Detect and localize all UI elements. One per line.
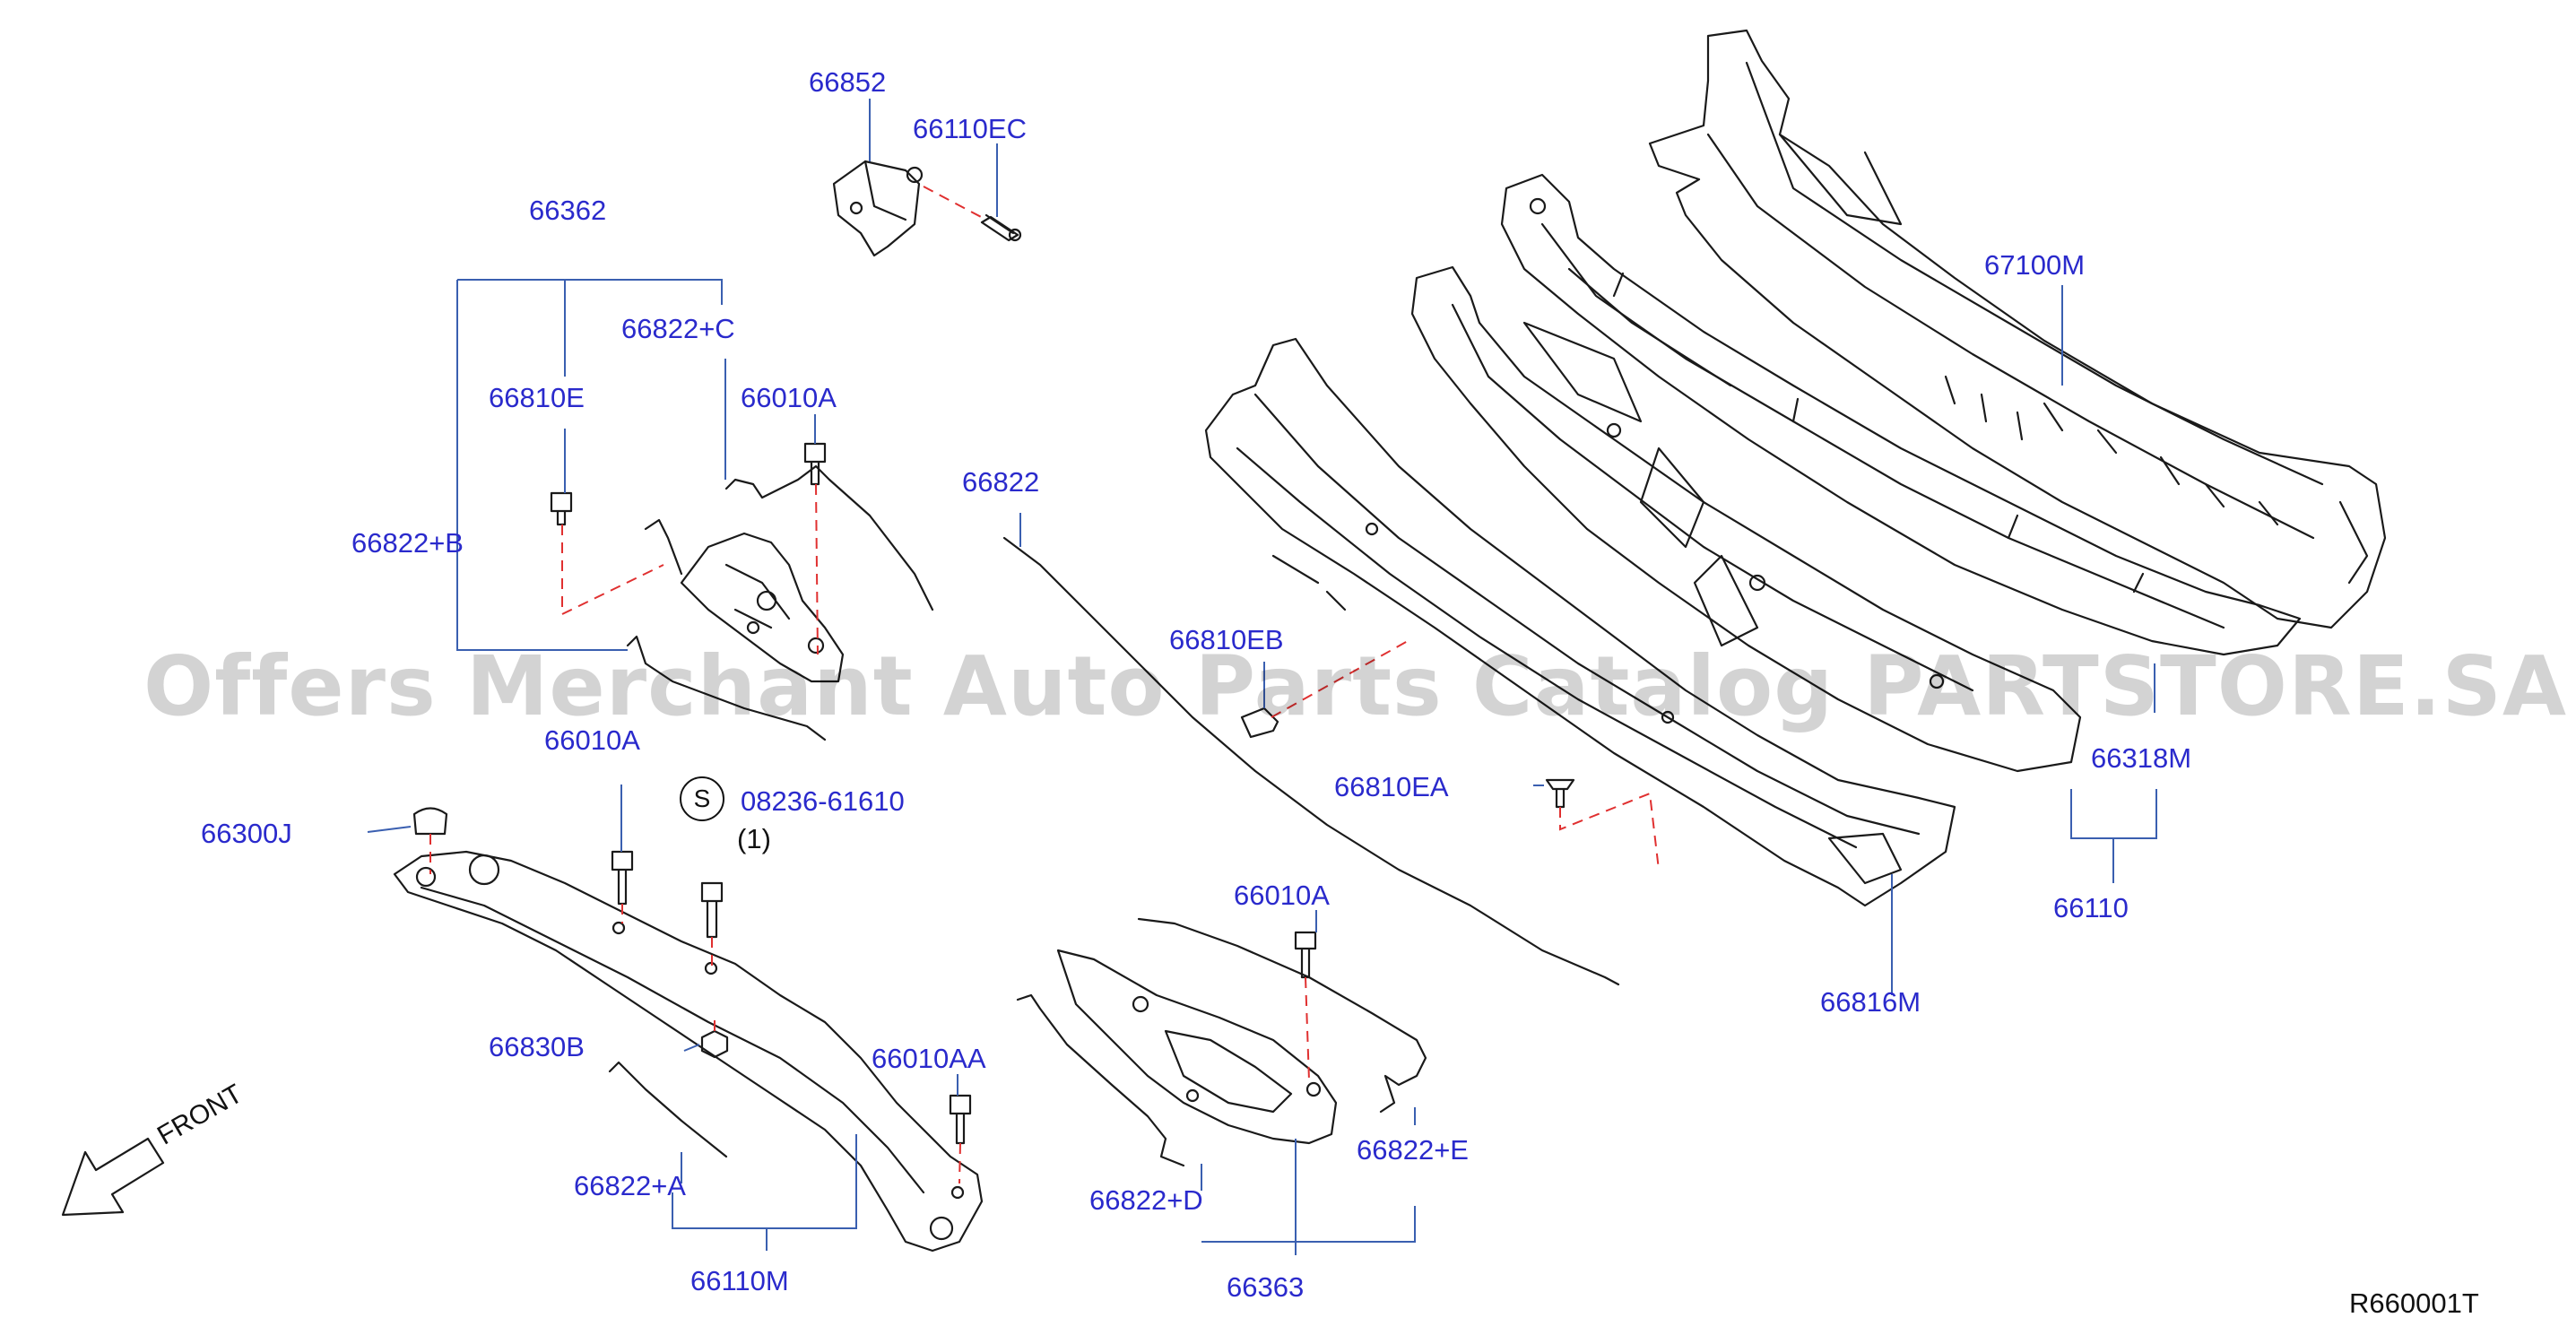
- seal-66822e[interactable]: [1137, 917, 1427, 1114]
- label-quantity: (1): [737, 823, 771, 854]
- alignment-lines: [429, 186, 1660, 1184]
- diagram-code: R660001T: [2349, 1287, 2479, 1319]
- part-66110-panel[interactable]: [1410, 265, 2082, 773]
- label-66822c[interactable]: 66822+C: [621, 313, 735, 344]
- label-66822e[interactable]: 66822+E: [1357, 1134, 1469, 1166]
- seal-66822b[interactable]: [626, 635, 827, 741]
- seal-66822[interactable]: [1002, 536, 1620, 986]
- label-66010aa[interactable]: 66010AA: [872, 1043, 986, 1074]
- front-arrow-icon: [61, 1137, 165, 1217]
- label-08236-61610[interactable]: 08236-61610: [741, 785, 905, 817]
- label-66300j[interactable]: 66300J: [201, 818, 292, 849]
- label-66816m[interactable]: 66816M: [1820, 986, 1921, 1018]
- bolt-66010a-top[interactable]: [803, 442, 827, 486]
- screw-08236-61610[interactable]: [700, 881, 724, 939]
- label-66010a-low[interactable]: 66010A: [1234, 880, 1330, 911]
- bolt-66300j[interactable]: [412, 807, 448, 836]
- label-66822b[interactable]: 66822+B: [351, 527, 464, 559]
- label-66110[interactable]: 66110: [2053, 892, 2129, 923]
- part-66816m-cowl[interactable]: [1204, 337, 1956, 907]
- label-66852[interactable]: 66852: [809, 66, 887, 98]
- seal-66822a[interactable]: [608, 1061, 728, 1158]
- label-66110m[interactable]: 66110M: [690, 1265, 789, 1296]
- label-67100m[interactable]: 67100M: [1984, 249, 2086, 281]
- nut-66830b[interactable]: [700, 1029, 729, 1059]
- label-66810eb[interactable]: 66810EB: [1169, 624, 1284, 655]
- bolt-66010aa[interactable]: [949, 1094, 972, 1145]
- watermark-text: Offers Merchant Auto Parts Catalog PARTS…: [143, 638, 2568, 734]
- label-66830b[interactable]: 66830B: [489, 1031, 585, 1062]
- clip-66810ea[interactable]: [1545, 778, 1575, 809]
- bolt-66010a-low[interactable]: [1294, 931, 1317, 979]
- label-66822[interactable]: 66822: [962, 466, 1040, 498]
- seal-66822c[interactable]: [644, 464, 934, 611]
- label-66362[interactable]: 66362: [529, 195, 607, 226]
- part-67100m-panel[interactable]: [1648, 29, 2387, 629]
- bolt-66810e[interactable]: [550, 491, 573, 526]
- label-66318m[interactable]: 66318M: [2091, 742, 2192, 774]
- label-66010a-mid[interactable]: 66010A: [544, 724, 640, 756]
- seal-66822d[interactable]: [1016, 993, 1185, 1167]
- part-66363-bracket[interactable]: [1056, 949, 1338, 1145]
- label-66010a-top[interactable]: 66010A: [741, 382, 837, 413]
- bolt-66010a-mid[interactable]: [611, 850, 634, 906]
- part-66362-bracket[interactable]: [680, 532, 845, 683]
- label-66822a[interactable]: 66822+A: [574, 1170, 686, 1201]
- label-66822d[interactable]: 66822+D: [1089, 1184, 1203, 1216]
- label-66110ec[interactable]: 66110EC: [913, 113, 1027, 144]
- part-66852-bracket[interactable]: [832, 160, 924, 257]
- bolt-66110ec[interactable]: [980, 213, 1022, 242]
- standard-part-symbol: S: [680, 776, 724, 821]
- part-66318m-panel[interactable]: [1500, 173, 2302, 656]
- label-66810ea[interactable]: 66810EA: [1334, 771, 1449, 802]
- part-66110m-rail[interactable]: [393, 850, 984, 1253]
- label-66363[interactable]: 66363: [1227, 1271, 1305, 1303]
- callout-leaders: [367, 99, 2157, 1255]
- label-66810e[interactable]: 66810E: [489, 382, 585, 413]
- clip-66810eb[interactable]: [1240, 707, 1279, 739]
